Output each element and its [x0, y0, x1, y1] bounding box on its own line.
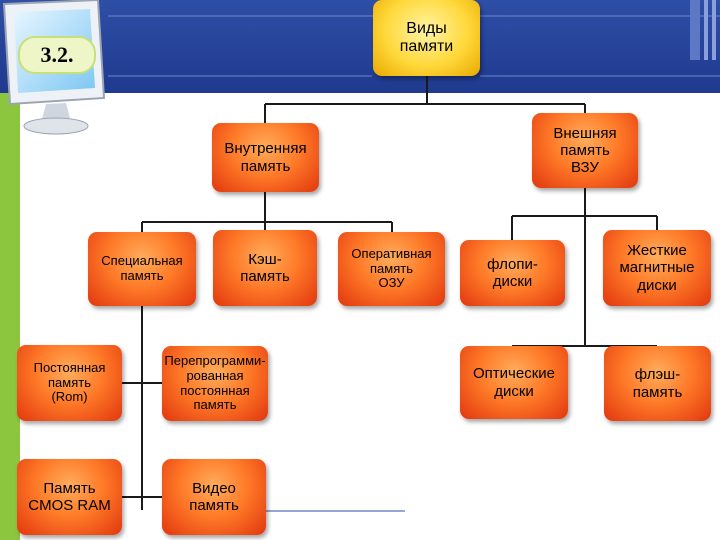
floppy-disks-label: флопи- диски: [487, 255, 538, 290]
types-of-memory-box: Виды памяти: [373, 0, 480, 76]
cache-memory-box: Кэш- память: [213, 230, 317, 306]
left-rail: [0, 93, 20, 540]
flash-memory-box: флэш- память: [604, 346, 711, 421]
rom-box: Постоянная память (Rom): [17, 345, 122, 421]
types-of-memory-label: Виды памяти: [399, 19, 454, 55]
cmos-ram-label: Память CMOS RAM: [28, 479, 111, 514]
special-memory-label: Специальная память: [101, 253, 183, 283]
cache-memory-label: Кэш- память: [240, 250, 290, 285]
reprogrammable-rom-box: Перепрограмми- рованная постоянная памят…: [162, 346, 268, 421]
external-memory-box: Внешняя память ВЗУ: [532, 113, 638, 188]
hard-disks-box: Жесткие магнитные диски: [603, 230, 711, 306]
internal-memory-box: Внутренняя память: [212, 123, 319, 192]
cmos-ram-box: Память CMOS RAM: [17, 459, 122, 535]
video-memory-label: Видео память: [189, 479, 239, 514]
slide-number: 3.2.: [18, 36, 96, 74]
ram-label: Оперативная память ОЗУ: [351, 245, 432, 291]
floppy-disks-box: флопи- диски: [460, 240, 565, 306]
video-memory-box: Видео память: [162, 459, 266, 535]
special-memory-box: Специальная память: [88, 232, 196, 306]
rom-label: Постоянная память (Rom): [33, 359, 106, 405]
optical-disks-box: Оптические диски: [460, 346, 568, 419]
external-memory-label: Внешняя память ВЗУ: [553, 124, 617, 177]
flash-memory-label: флэш- память: [632, 366, 683, 401]
internal-memory-label: Внутренняя память: [224, 140, 307, 175]
ram-box: Оперативная память ОЗУ: [338, 232, 445, 306]
header-decoration: [108, 0, 720, 77]
reprogrammable-rom-label: Перепрограмми- рованная постоянная памят…: [164, 352, 266, 413]
hard-disks-label: Жесткие магнитные диски: [619, 242, 695, 294]
optical-disks-label: Оптические диски: [473, 365, 555, 400]
